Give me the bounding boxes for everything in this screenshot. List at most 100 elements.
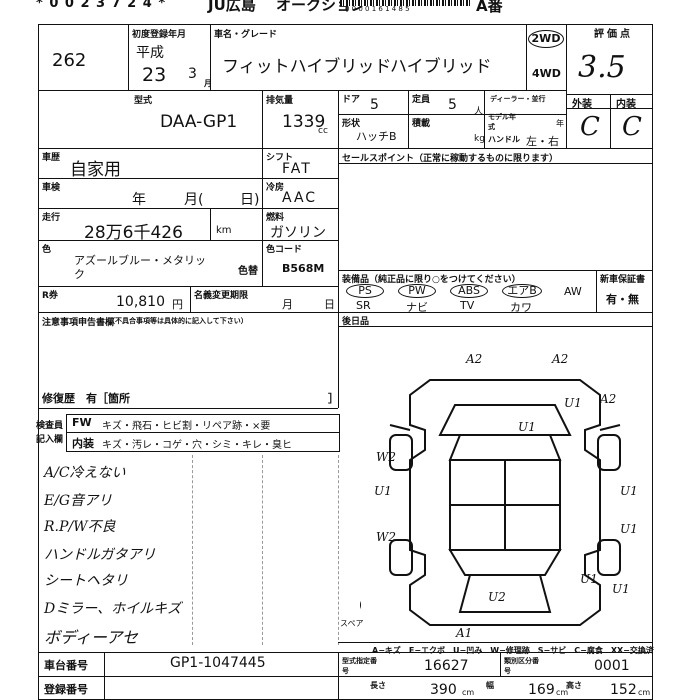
damage-mark: U1 xyxy=(620,522,638,536)
width-value: 169 xyxy=(528,682,555,698)
doors: 5 xyxy=(370,97,379,113)
car-name: フィットハイブリッド xyxy=(222,57,392,77)
two-wd-badge: 2WD xyxy=(528,30,564,48)
model-year-unit: 年 xyxy=(556,119,564,128)
seats: 5 xyxy=(448,97,457,113)
damage-mark: U1 xyxy=(518,420,536,434)
model-year-label: モデル年式 xyxy=(488,113,516,131)
load-label: 積載 xyxy=(412,119,431,129)
width-unit: cm xyxy=(556,688,569,697)
seats-label: 定員 xyxy=(412,95,431,105)
equip-sr: SR xyxy=(356,299,371,312)
handwritten-note: E/G音アリ xyxy=(44,493,113,509)
registration-year: 23 xyxy=(142,64,167,86)
handwritten-note: ボディーアセ xyxy=(44,628,138,647)
barcode-number: 0 0 0 0 1 6 1 4 8 5 xyxy=(345,5,410,13)
exterior-label: 外装 xyxy=(572,99,592,110)
warranty-value: 有・無 xyxy=(606,293,639,306)
registration-label: 初度登録年月 xyxy=(132,30,187,40)
model-code: DAA-GP1 xyxy=(160,112,238,132)
equip-ps: PS xyxy=(346,284,384,298)
ac-value: AAC xyxy=(282,190,318,206)
ac-label: 冷房 xyxy=(266,183,285,193)
inspection-day-unit: 日) xyxy=(240,192,260,208)
lot-number: 262 xyxy=(52,50,87,71)
inspector-fw: FW xyxy=(72,416,92,429)
shift-label: シフト xyxy=(266,153,294,163)
inspection-label: 車検 xyxy=(42,183,61,193)
handle-value: 左・右 xyxy=(526,135,559,148)
inspector-interior-items: キズ・汚レ・コゲ・穴・シミ・キレ・臭ヒ xyxy=(102,440,292,451)
rear-seat-label: 後日品 xyxy=(342,317,370,327)
usage-label: 車歴 xyxy=(42,153,61,163)
doors-label: ドア xyxy=(342,95,361,105)
color-label: 色 xyxy=(42,245,52,255)
width-label: 幅 xyxy=(486,681,494,690)
model-label: 型式 xyxy=(134,96,153,106)
inspector-interior: 内装 xyxy=(72,437,94,450)
shift-value: FAT xyxy=(282,161,312,177)
length-unit: cm xyxy=(462,688,475,697)
damage-legend: A−キズ E−エクボ U−凹み W−修理跡 S−サビ C−腐食 XX−交換済 xyxy=(372,646,654,655)
handwritten-note: ハンドルガタアリ xyxy=(44,547,156,563)
damage-mark: U2 xyxy=(488,590,506,604)
displacement-label: 排気量 xyxy=(266,96,294,106)
name-change-day: 日 xyxy=(324,298,335,311)
shape: ハッチB xyxy=(356,130,397,143)
equip-airbag: エアB xyxy=(502,284,542,298)
chassis-label: 車台番号 xyxy=(44,659,88,672)
mileage-unit: km xyxy=(216,225,232,236)
repair-history: 修復歴 有［箇所 xyxy=(42,392,130,405)
interior-score: C xyxy=(622,112,642,142)
color-value-line1: アズールブルー・メタリッ xyxy=(74,254,206,267)
equipment-label: 装備品（純正品に限り○をつけてください） xyxy=(342,275,521,285)
equip-tv: TV xyxy=(460,299,475,312)
displacement: 1339 xyxy=(282,112,326,132)
mileage-label: 走行 xyxy=(42,213,61,223)
spare-label: スペア xyxy=(340,619,364,628)
name-change-label: 名義変更期限 xyxy=(194,291,249,301)
shape-label: 形状 xyxy=(342,119,361,129)
damage-mark: A2 xyxy=(552,352,569,366)
header-venue: JU広島 xyxy=(208,0,256,14)
repair-history-close: ］ xyxy=(328,392,339,405)
recycle-unit: 円 xyxy=(172,298,183,311)
registration-month: 3 xyxy=(188,66,197,82)
inspector-table xyxy=(66,414,340,452)
color-change-label: 色替 xyxy=(238,266,258,277)
damage-mark: W2 xyxy=(376,530,396,544)
equip-aw: AW xyxy=(564,285,582,298)
car-grade: ハイブリッド xyxy=(390,57,492,77)
warranty-label: 新車保証書 xyxy=(600,275,646,285)
fuel-label: 燃料 xyxy=(266,213,285,223)
four-wd-label: 4WD xyxy=(532,67,561,80)
mileage-value: 28万6千426 xyxy=(84,223,183,243)
height-unit: cm xyxy=(638,688,651,697)
damage-mark: U1 xyxy=(580,572,598,586)
recycle-value: 10,810 xyxy=(116,294,165,310)
fuel-value: ガソリン xyxy=(270,225,326,241)
damage-mark: U1 xyxy=(620,484,638,498)
car-name-label: 車名・グレード xyxy=(214,30,278,40)
barcode xyxy=(340,0,470,6)
color-code: B568M xyxy=(282,262,325,275)
equip-abs: ABS xyxy=(450,284,488,298)
handwritten-note: R.P/W不良 xyxy=(44,519,116,535)
load-unit: kg xyxy=(474,134,485,144)
header-serial: * 0 0 2 3 7 2 4 * xyxy=(36,0,167,11)
handwritten-note: A/C冷えない xyxy=(44,465,126,481)
notes-label: 注意事項申告書欄 xyxy=(42,318,115,328)
length-label: 長さ xyxy=(370,681,386,690)
damage-mark: U1 xyxy=(612,582,630,596)
damage-mark: U1 xyxy=(374,484,392,498)
equip-navi: ナビ xyxy=(406,301,428,314)
name-change-month: 月 xyxy=(282,298,293,311)
registration-month-unit: 月 xyxy=(204,79,212,88)
seats-unit: 人 xyxy=(474,107,484,117)
score-value: 3.5 xyxy=(578,50,626,85)
damage-mark: U1 xyxy=(564,396,582,410)
height-value: 152 xyxy=(610,682,637,698)
sales-point-label: セールスポイント（正常に稼動するものに限ります） xyxy=(342,154,559,164)
car-damage-diagram xyxy=(360,379,621,626)
inspector-label-2: 記入欄 xyxy=(36,435,64,445)
